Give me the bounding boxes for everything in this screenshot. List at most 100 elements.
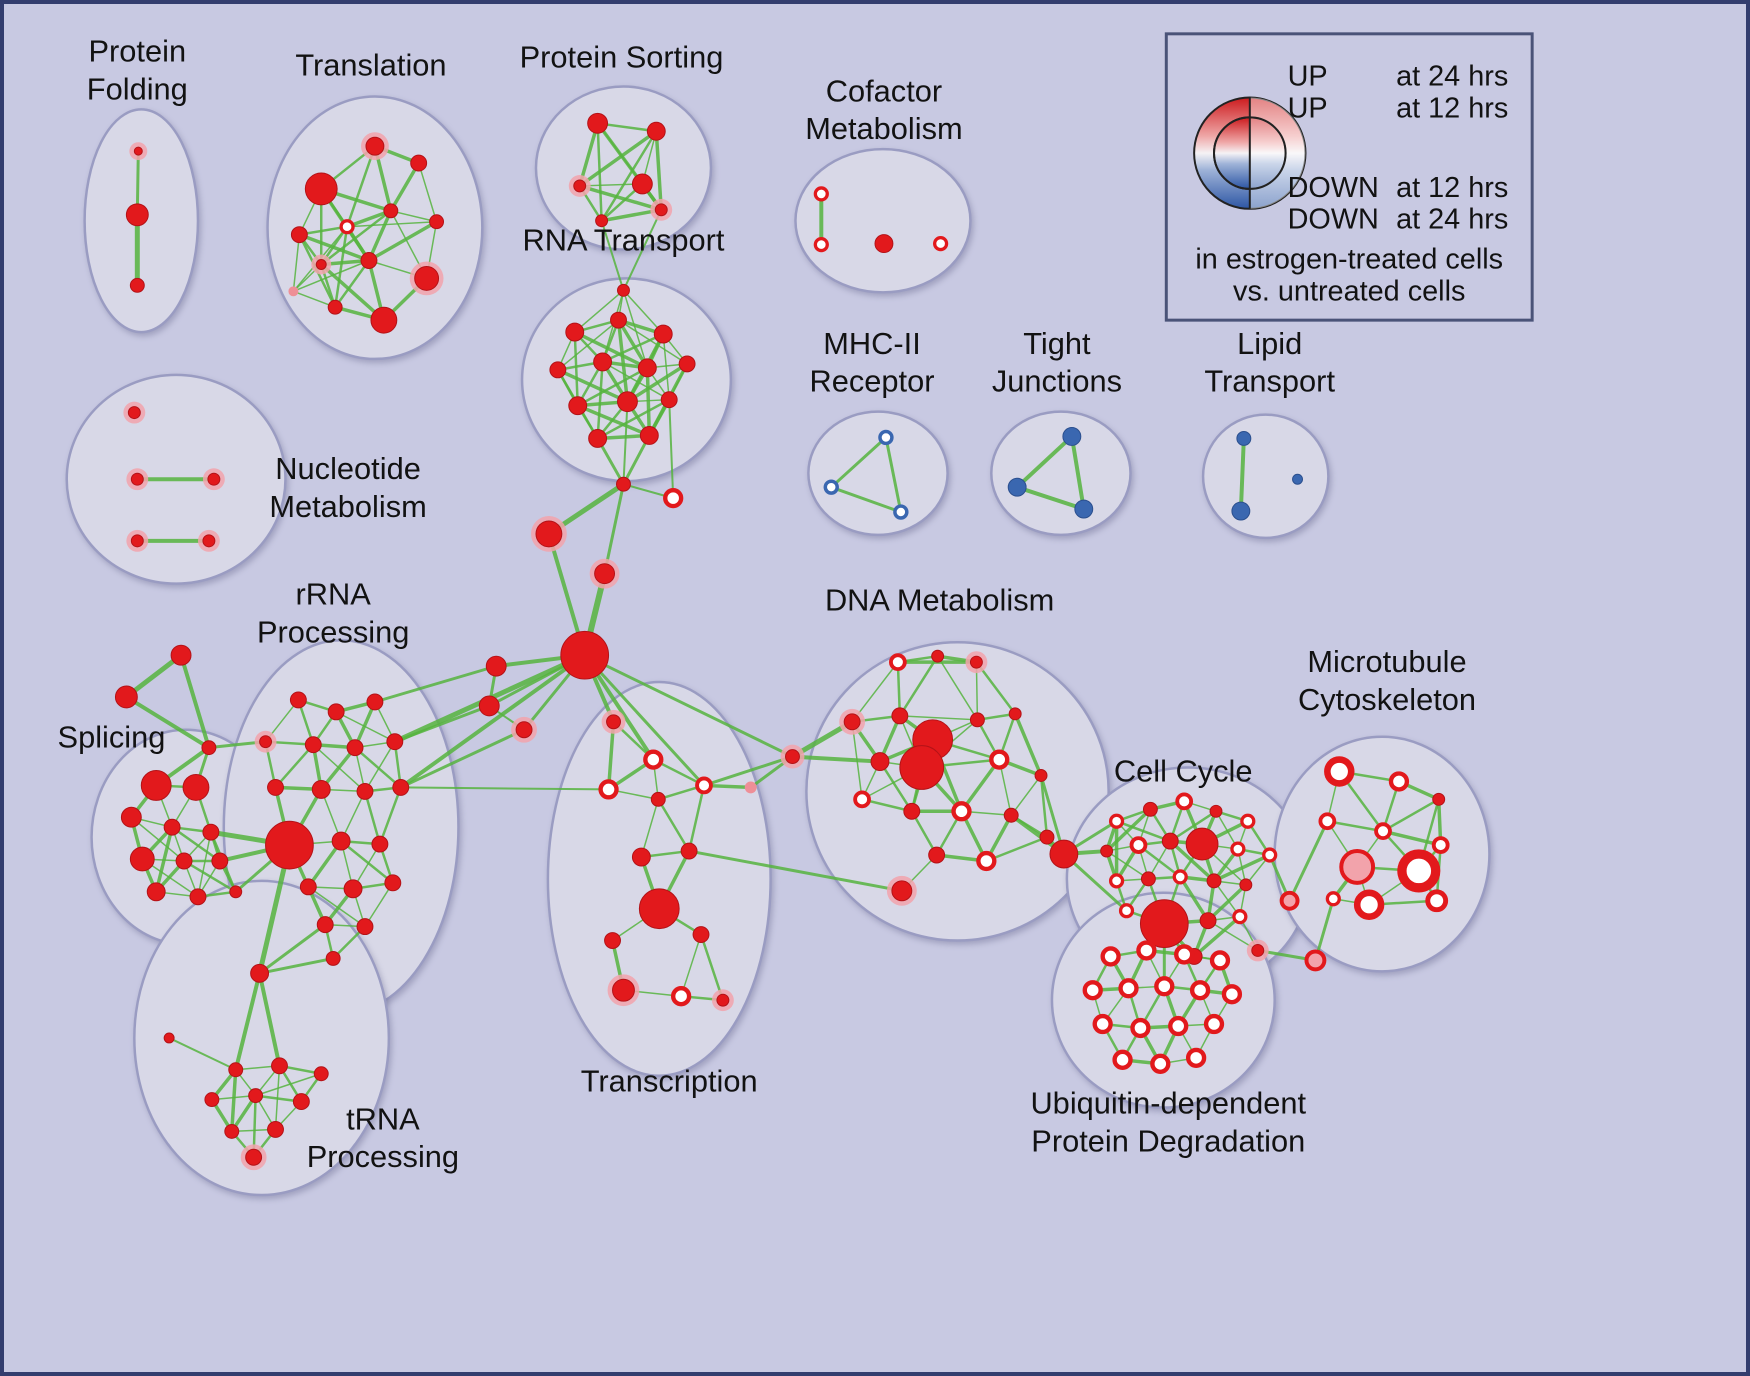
network-node-ring	[1318, 812, 1337, 831]
network-node-ring	[1172, 869, 1188, 885]
cluster-label-ubiquitin-degradation: Protein Degradation	[1031, 1123, 1305, 1158]
network-node-ring	[853, 790, 871, 809]
network-edge	[702, 755, 794, 787]
network-node-ring	[1185, 1047, 1207, 1068]
network-node	[843, 713, 861, 731]
cluster-label-trna-processing: tRNA	[346, 1101, 420, 1136]
network-node	[891, 707, 909, 725]
network-node	[163, 818, 181, 836]
network-node	[146, 882, 166, 902]
network-edge	[699, 933, 725, 1002]
network-node-ring	[951, 801, 972, 822]
network-node-ring	[1431, 836, 1450, 854]
network-edge	[878, 760, 914, 813]
cluster-label-protein-folding: Protein	[89, 34, 187, 69]
network-node	[289, 691, 307, 709]
network-node	[189, 888, 207, 906]
cluster-label-tight-junctions: Tight	[1023, 326, 1091, 361]
cluster-label-microtubule-cytoskeleton: Cytoskeleton	[1298, 682, 1476, 717]
network-node	[365, 136, 385, 156]
network-node	[346, 739, 364, 757]
network-node	[560, 630, 610, 680]
network-node-ring	[1129, 836, 1148, 854]
network-edge	[600, 219, 625, 292]
network-node	[129, 846, 155, 872]
network-node	[386, 733, 404, 751]
cluster-label-microtubule-cytoskeleton: Microtubule	[1307, 644, 1466, 679]
network-edge	[687, 784, 706, 853]
network-edge	[399, 786, 610, 791]
network-node	[639, 426, 659, 445]
cluster-label-mhc-ii-receptor: MHC-II	[823, 326, 921, 361]
network-edge	[390, 210, 438, 223]
network-edge	[574, 289, 625, 333]
network-edge	[662, 333, 670, 401]
network-edge	[373, 664, 498, 704]
network-node	[130, 534, 144, 548]
cluster-label-splicing: Splicing	[58, 720, 166, 755]
network-node	[429, 214, 445, 230]
network-node-ring	[1136, 940, 1157, 961]
network-node	[616, 476, 631, 492]
network-node-ring	[663, 487, 684, 509]
network-edge	[625, 362, 689, 404]
cluster-label-transcription: Transcription	[581, 1064, 758, 1099]
network-node	[224, 1123, 240, 1139]
network-edge	[884, 435, 903, 514]
network-node-ring	[598, 779, 619, 800]
network-node	[383, 203, 399, 219]
network-edge	[319, 209, 393, 266]
network-edge	[170, 825, 222, 863]
network-node	[612, 978, 635, 1002]
network-node	[593, 352, 613, 372]
network-node-ring	[1353, 889, 1385, 920]
network-node	[610, 311, 627, 329]
cluster-label-tight-junctions: Junctions	[992, 364, 1122, 399]
network-node-ring	[976, 850, 997, 872]
network-node-blue	[1231, 501, 1251, 521]
network-node	[969, 712, 985, 728]
network-edge	[367, 209, 393, 263]
network-edge	[179, 653, 211, 750]
network-node	[327, 299, 343, 315]
network-node	[535, 520, 563, 548]
legend-caption-0: in estrogen-treated cells	[1195, 243, 1503, 275]
network-node-blue-ring	[878, 429, 894, 446]
network-node	[646, 121, 666, 141]
network-node	[604, 932, 621, 949]
network-edge	[583, 653, 706, 787]
legend-word-0: UP	[1288, 61, 1328, 93]
network-edge	[640, 798, 660, 858]
network-node	[331, 831, 351, 851]
network-node	[1142, 801, 1158, 817]
network-node-ring	[1209, 950, 1231, 971]
network-node-ring	[1168, 1015, 1189, 1037]
network-node	[870, 752, 890, 772]
network-node	[874, 234, 894, 254]
network-node	[207, 472, 221, 486]
network-node-ring	[888, 653, 907, 672]
legend-caption-1: vs. untreated cells	[1233, 275, 1465, 307]
network-node-blue	[1062, 427, 1082, 446]
network-node-ring	[1230, 841, 1246, 857]
network-node-ring	[1175, 792, 1194, 811]
cluster-cofactor-metabolism	[794, 147, 972, 294]
network-edge	[573, 330, 650, 370]
network-node-ring	[1150, 1053, 1171, 1074]
network-node	[371, 835, 389, 853]
network-node	[356, 918, 374, 936]
network-edge	[601, 332, 665, 364]
network-node	[1161, 832, 1179, 850]
network-edge	[600, 130, 658, 222]
network-node	[175, 852, 193, 870]
cluster-ubiquitin-degradation	[1050, 891, 1276, 1109]
network-node-ring	[1425, 889, 1449, 913]
network-edge	[936, 655, 979, 721]
network-edge	[985, 835, 1049, 863]
network-edge	[345, 209, 393, 229]
network-node	[267, 778, 284, 796]
network-edge	[339, 839, 395, 885]
network-node	[587, 112, 609, 134]
legend-right-half-overlay	[1249, 97, 1306, 209]
